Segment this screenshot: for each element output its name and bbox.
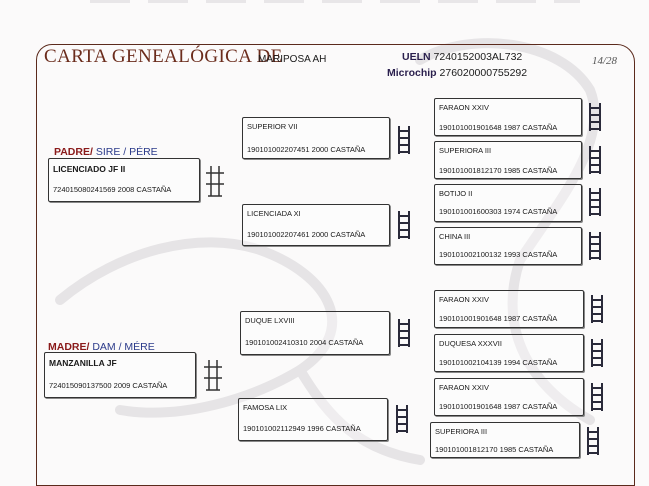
great-grandparent-name: SUPERIORA III: [439, 146, 492, 155]
great-grandparent-box: FARAON XXIV 190101001901648 1987 CASTAÑA: [434, 290, 584, 328]
grandparent-name: DUQUE LXVIII: [245, 316, 295, 325]
ladder-icon: [591, 295, 603, 323]
grandparent-name: FAMOSA LIX: [243, 403, 288, 412]
grandparent-box: DUQUE LXVIII 190101002410310 2004 CASTAÑ…: [240, 311, 390, 355]
ladder-icon: [589, 232, 601, 260]
ladder-icon: [587, 427, 599, 455]
ladder-icon: [398, 319, 410, 347]
great-grandparent-details: 190101001600303 1974 CASTAÑA: [439, 207, 558, 216]
great-grandparent-name: FARAON XXIV: [439, 295, 490, 304]
dam-label: MADRE/ DAM / MÉRE: [48, 341, 155, 353]
great-grandparent-name: CHINA III: [439, 232, 471, 241]
ladder-icon: [396, 405, 408, 433]
dam-name: MANZANILLA JF: [49, 358, 117, 368]
great-grandparent-details: 190101001901648 1987 CASTAÑA: [439, 314, 558, 323]
ueln-field: UELN 7240152003AL732: [402, 51, 522, 63]
microchip-field: Microchip 276020000755292: [387, 67, 527, 79]
great-grandparent-box: FARAON XXIV 190101001901648 1987 CASTAÑA: [434, 378, 584, 416]
ladder-icon: [589, 188, 601, 216]
microchip-value: 276020000755292: [439, 67, 528, 79]
grandparent-box: FAMOSA LIX 190101002112949 1996 CASTAÑA: [238, 398, 388, 441]
sire-details: 724015080241569 2008 CASTAÑA: [53, 185, 172, 194]
dam-details: 724015090137500 2009 CASTAÑA: [49, 381, 168, 390]
grandparent-details: 190101002207451 2000 CASTAÑA: [247, 145, 366, 154]
dam-box: MANZANILLA JF 724015090137500 2009 CASTA…: [44, 352, 196, 398]
ladder-icon: [591, 339, 603, 367]
ladder-icon: [398, 211, 410, 239]
great-grandparent-details: 190101001812170 1985 CASTAÑA: [435, 445, 554, 454]
great-grandparent-name: FARAON XXIV: [439, 383, 490, 392]
grandparent-details: 190101002410310 2004 CASTAÑA: [245, 338, 364, 347]
great-grandparent-details: 190101002104139 1994 CASTAÑA: [439, 358, 558, 367]
microchip-label: Microchip: [387, 67, 437, 79]
ladder-icon: [591, 383, 603, 411]
dam-label-en: DAM / MÉRE: [89, 341, 155, 353]
ueln-label: UELN: [402, 51, 431, 63]
great-grandparent-name: BOTIJO II: [439, 189, 473, 198]
great-grandparent-box: BOTIJO II 190101001600303 1974 CASTAÑA: [434, 184, 582, 222]
great-grandparent-details: 190101001901648 1987 CASTAÑA: [439, 402, 558, 411]
great-grandparent-details: 190101001812170 1985 CASTAÑA: [439, 166, 558, 175]
great-grandparent-box: CHINA III 190101002100132 1993 CASTAÑA: [434, 227, 582, 265]
great-grandparent-name: DUQUESA XXXVII: [439, 339, 502, 348]
grandparent-box: LICENCIADA XI 190101002207461 2000 CASTA…: [242, 204, 390, 246]
great-grandparent-name: FARAON XXIV: [439, 103, 490, 112]
ladder-icon: [589, 146, 601, 174]
sire-label: PADRE/ SIRE / PÉRE: [54, 146, 158, 158]
great-grandparent-box: DUQUESA XXXVII 190101002104139 1994 CAST…: [434, 334, 584, 372]
sire-box: LICENCIADO JF II 724015080241569 2008 CA…: [48, 158, 200, 202]
sire-name: LICENCIADO JF II: [53, 164, 126, 174]
brand-mark-icon: [204, 360, 222, 391]
great-grandparent-details: 190101002100132 1993 CASTAÑA: [439, 250, 558, 259]
page-title: CARTA GENEALÓGICA DE: [44, 46, 283, 67]
grandparent-name: SUPERIOR VII: [247, 122, 298, 131]
horse-name: MARIPOSA AH: [258, 54, 327, 65]
great-grandparent-box: SUPERIORA III 190101001812170 1985 CASTA…: [434, 141, 582, 179]
great-grandparent-details: 190101001901648 1987 CASTAÑA: [439, 123, 558, 132]
great-grandparent-box: FARAON XXIV 190101001901648 1987 CASTAÑA: [434, 98, 582, 136]
grandparent-details: 190101002207461 2000 CASTAÑA: [247, 230, 366, 239]
sire-label-es: PADRE/: [54, 146, 93, 158]
great-grandparent-name: SUPERIORA III: [435, 427, 488, 436]
ladder-icon: [589, 103, 601, 131]
ladder-icon: [398, 126, 410, 154]
grandparent-name: LICENCIADA XI: [247, 209, 301, 218]
grandparent-details: 190101002112949 1996 CASTAÑA: [243, 424, 361, 433]
great-grandparent-box: SUPERIORA III 190101001812170 1985 CASTA…: [430, 422, 580, 458]
grandparent-box: SUPERIOR VII 190101002207451 2000 CASTAÑ…: [242, 117, 390, 159]
page-number: 14/28: [592, 55, 618, 67]
ueln-value: 7240152003AL732: [433, 51, 523, 63]
dam-label-es: MADRE/: [48, 341, 90, 353]
brand-mark-icon: [206, 166, 224, 197]
sire-label-en: SIRE / PÉRE: [92, 146, 158, 158]
